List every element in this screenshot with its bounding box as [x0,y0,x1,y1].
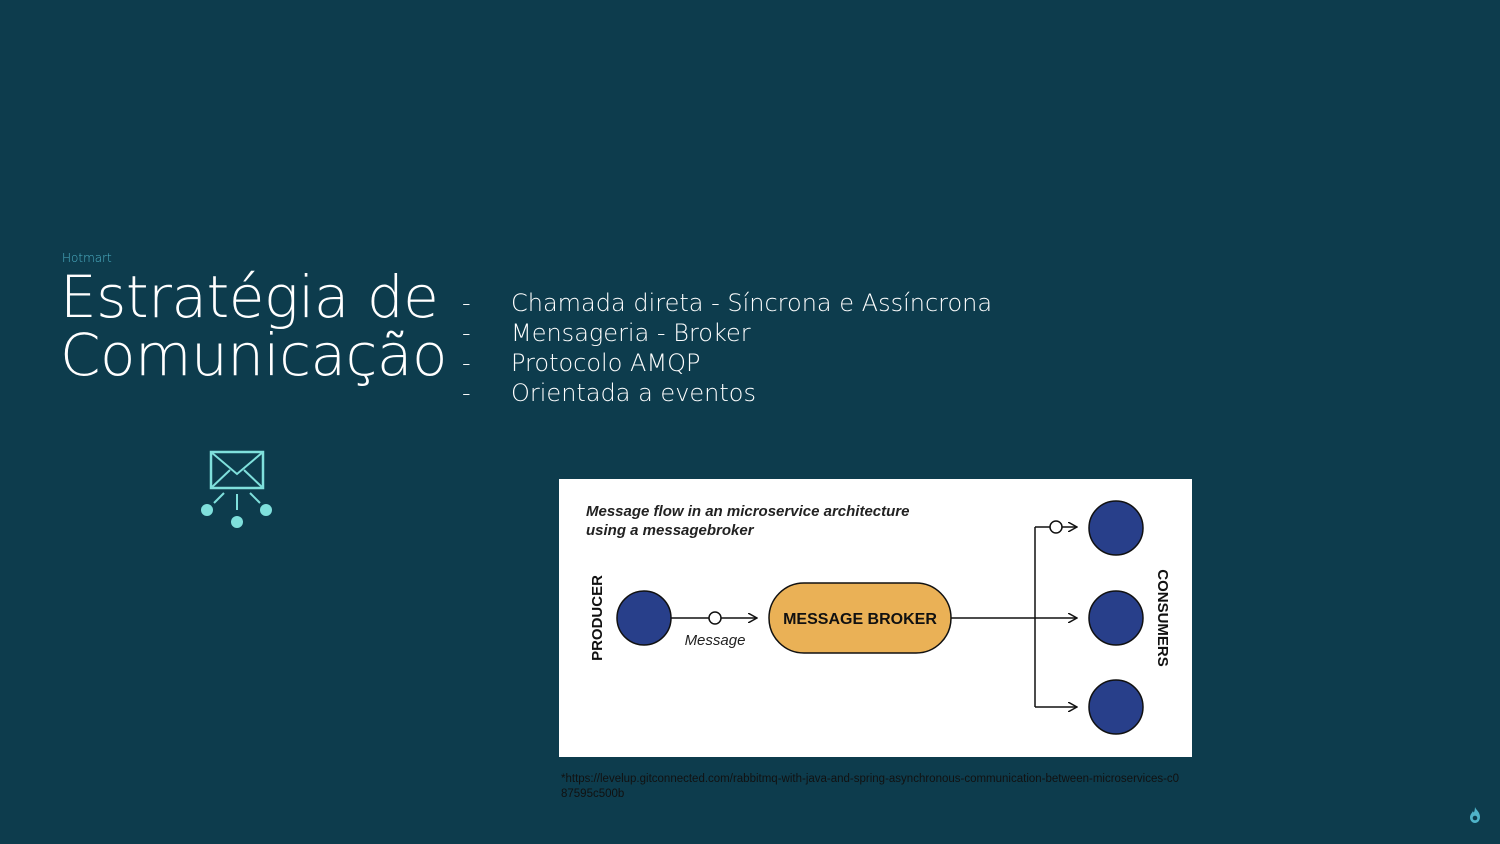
broker-label: MESSAGE BROKER [783,611,937,628]
message-label: Message [685,632,746,649]
slide-title-line-1: Estratégia de [60,263,439,331]
diagram-canvas: Message flow in an microservice architec… [586,500,1171,735]
diagram-title-line-1: Message flow in an microservice architec… [586,503,909,520]
bullet-item: -Protocolo AMQP [462,349,701,377]
source-citation: *https://levelup.gitconnected.com/rabbit… [561,773,1180,800]
bullet-item: -Mensageria - Broker [462,319,751,347]
fanout-message-token [1049,520,1063,534]
consumer-node-1 [1088,500,1144,556]
bullet-item: -Orientada a eventos [462,379,756,407]
slide-title: Estratégia de Comunicação [60,268,447,384]
consumer-node-3 [1088,679,1144,735]
producer-label: PRODUCER [589,575,606,661]
slide-title-line-2: Comunicação [60,321,447,389]
bullet-item: -Chamada direta - Síncrona e Assíncrona [462,289,993,317]
message-broker-diagram: Message flow in an microservice architec… [559,479,1192,757]
brand-label: Hotmart [62,251,112,265]
producer-node [616,590,672,646]
mail-network-icon [201,450,272,528]
consumer-node-2 [1088,590,1144,646]
message-token [708,611,722,625]
diagram-title-line-2: using a messagebroker [586,522,755,539]
bullet-list: -Chamada direta - Síncrona e Assíncrona … [462,288,992,408]
hotmart-flame-icon [1470,807,1480,823]
consumers-label: CONSUMERS [1154,569,1171,667]
